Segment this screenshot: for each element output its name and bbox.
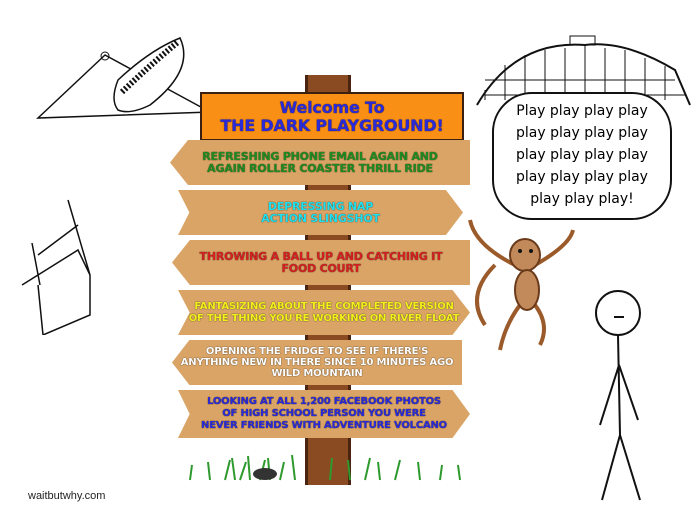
sign-text: Depressing nap <box>267 199 374 213</box>
welcome-sign: Welcome To THE DARK PLAYGROUND! <box>200 92 464 141</box>
sign-text: Throwing a ball up and catching it <box>199 249 443 263</box>
sign-text: anything new in there since 10 minutes a… <box>180 357 454 368</box>
sign-text: food court <box>281 261 361 275</box>
roller-coaster-drawing <box>476 35 691 106</box>
sign-text: Looking at all 1,200 Facebook photos <box>207 396 441 407</box>
sign-roller-coaster: Refreshing phone email again and again r… <box>170 140 470 185</box>
grass-drawing <box>189 454 461 481</box>
sign-text: of the thing you're working on river flo… <box>188 312 460 324</box>
speech-bubble: Play play play play play play play play … <box>492 92 672 220</box>
sign-text: again roller coaster thrill ride <box>207 161 433 175</box>
bubble-line: play play play! <box>530 191 634 207</box>
sign-food-court: Throwing a ball up and catching it food … <box>172 240 470 285</box>
drop-tower-ride-drawing <box>21 199 91 335</box>
sign-text: Opening the fridge to see if there's <box>205 346 429 357</box>
sign-adventure-volcano: Looking at all 1,200 Facebook photos of … <box>178 390 470 438</box>
park-name: THE DARK PLAYGROUND! <box>220 115 444 135</box>
bubble-line: play play play play <box>516 169 648 185</box>
pirate-ship-ride-drawing <box>36 37 200 119</box>
sign-text: never friends with adventure volcano <box>201 420 447 431</box>
site-watermark: waitbutwhy.com <box>28 490 106 502</box>
bubble-line: play play play play <box>516 125 648 141</box>
sign-wild-mountain: Opening the fridge to see if there's any… <box>172 340 462 385</box>
sign-text: Fantasizing about the completed version <box>194 300 454 312</box>
sign-text: of high school person you were <box>222 408 426 419</box>
monkey-drawing <box>468 219 575 351</box>
sign-text: action slingshot <box>261 211 380 225</box>
sign-text: Refreshing phone email again and <box>202 149 438 163</box>
sign-slingshot: Depressing nap action slingshot <box>178 190 463 235</box>
stick-figure <box>595 290 641 501</box>
bubble-line: play play play play <box>516 147 648 163</box>
welcome-line: Welcome To <box>279 97 385 117</box>
sign-river-float: Fantasizing about the completed version … <box>178 290 470 335</box>
sign-text: wild mountain <box>271 368 363 379</box>
bubble-line: Play play play play <box>516 103 648 119</box>
